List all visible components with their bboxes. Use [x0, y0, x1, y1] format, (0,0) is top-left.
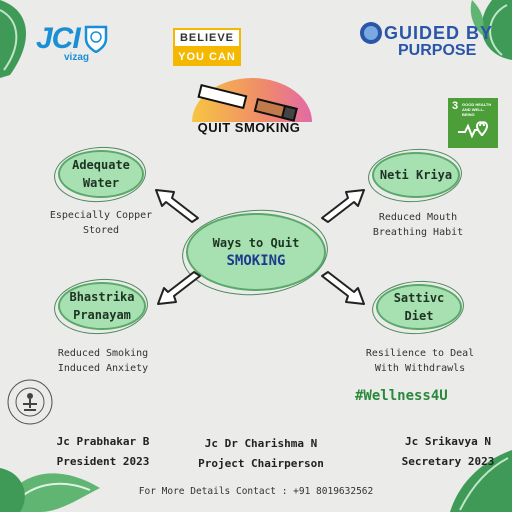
method-title-line1: Bhastrika: [69, 290, 135, 304]
bubble-ring: [370, 277, 466, 338]
signatory-president: Jc Prabhakar B President 2023: [48, 432, 158, 472]
jci-logo: JCI vizag: [36, 22, 108, 63]
method-title-line1: Sattivc: [393, 291, 445, 305]
sun-cigarette-icon: [192, 78, 312, 122]
believe-text: BELIEVE: [173, 28, 241, 48]
corner-leaves-top-left: [0, 0, 27, 78]
arrow-down-left-icon: [157, 271, 201, 305]
caption-line1: Reduced Mouth: [378, 212, 458, 223]
signatory-role: Project Chairperson: [198, 457, 324, 470]
caption-line1: Resilience to Deal: [365, 348, 475, 359]
signatory-role: Secretary 2023: [401, 455, 495, 468]
sdg-number: 3: [452, 100, 459, 112]
caption-bhastrika-pranayam: Reduced Smoking Induced Anxiety: [44, 346, 162, 376]
signatory-name: Jc Prabhakar B: [56, 435, 150, 448]
guided-by-purpose-logo: GUIDED BY PURPOSE: [358, 20, 493, 60]
signatory-name: Jc Dr Charishma N: [204, 437, 318, 450]
corner-leaves-top-right: [470, 0, 512, 60]
caption-adequate-water: Especially Copper Stored: [38, 208, 164, 238]
arrow-up-left-icon: [155, 189, 199, 223]
center-line1: Ways to Quit: [212, 236, 300, 250]
sdg-label: GOOD HEALTH AND WELL-BEING: [462, 102, 492, 117]
contact-footer: For More Details Contact : +91 801963256…: [138, 486, 374, 497]
method-title-line2: Water: [82, 176, 120, 190]
wellness-hashtag: #Wellness4U: [355, 388, 448, 404]
corner-leaves-bottom-right: [450, 450, 512, 512]
caption-line2: Breathing Habit: [372, 227, 464, 238]
corner-leaves-bottom-left: [0, 468, 100, 512]
caption-line1: Reduced Smoking: [57, 348, 149, 359]
quit-smoking-title: QUIT SMOKING: [197, 120, 301, 135]
bubble-bhastrika-pranayam: Bhastrika Pranayam: [52, 275, 150, 338]
method-title-line2: Diet: [404, 309, 434, 323]
signatory-chairperson: Jc Dr Charishma N Project Chairperson: [196, 434, 326, 474]
you-can-text: YOU CAN: [173, 48, 241, 66]
caption-sattivc-diet: Resilience to Deal With Withdrawls: [358, 346, 482, 376]
method-title-line1: Adequate: [72, 158, 130, 172]
signatory-role: President 2023: [56, 455, 150, 468]
bubble-ring: [366, 145, 464, 206]
globe-icon: [360, 22, 382, 44]
believe-you-can-logo: BELIEVE YOU CAN: [173, 28, 241, 68]
jci-city: vizag: [64, 52, 90, 63]
jci-logo-text: JCI: [36, 22, 81, 55]
method-title-line2: Pranayam: [73, 308, 131, 322]
swastha-seal-logo: [7, 379, 53, 425]
arrow-up-right-icon: [321, 189, 365, 223]
bubble-sattivc-diet: Sattivc Diet: [370, 277, 466, 338]
arrow-down-right-icon: [321, 271, 365, 305]
bubble-ring: [52, 275, 150, 338]
bubble-ring: [52, 143, 148, 206]
bubble-neti-kriya: Neti Kriya: [366, 145, 464, 206]
center-line2: SMOKING: [226, 253, 286, 269]
sdg-badge: 3 GOOD HEALTH AND WELL-BEING: [448, 98, 498, 148]
caption-line2: Stored: [82, 225, 120, 236]
purpose-text: PURPOSE: [398, 42, 477, 59]
center-bubble-ways-to-quit: Ways to Quit SMOKING: [179, 205, 331, 300]
method-title-line1: Neti Kriya: [379, 168, 453, 182]
guided-text: GUIDED BY: [384, 22, 494, 43]
caption-line1: Especially Copper: [49, 210, 153, 221]
caption-line2: Induced Anxiety: [57, 363, 149, 374]
jci-shield-icon: [84, 25, 107, 53]
bubble-adequate-water: Adequate Water: [52, 143, 148, 206]
caption-line2: With Withdrawls: [374, 363, 466, 374]
signatory-secretary: Jc Srikavya N Secretary 2023: [392, 432, 504, 472]
heartbeat-icon: [458, 121, 489, 139]
caption-neti-kriya: Reduced Mouth Breathing Habit: [358, 210, 478, 240]
signatory-name: Jc Srikavya N: [404, 435, 492, 448]
